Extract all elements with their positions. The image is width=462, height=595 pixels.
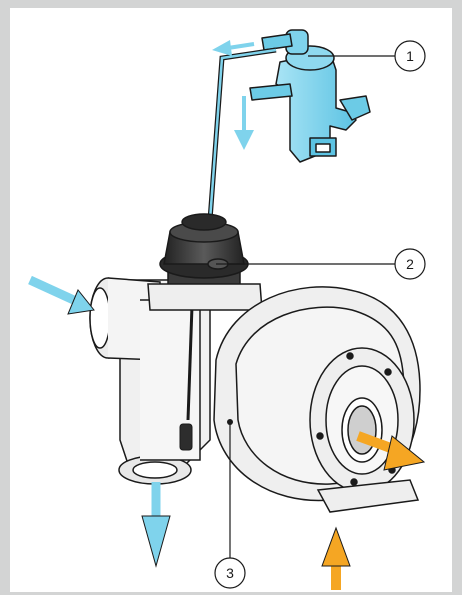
flow-arrow-down-icon [234,96,254,150]
air-in-arrow-icon [321,526,351,590]
callout-1: 1 [308,40,426,72]
callout-2-label: 2 [406,256,414,272]
compressed-air-out-arrow-icon [356,431,426,471]
callout-3-label: 3 [226,565,234,581]
callout-2: 2 [216,248,426,280]
exhaust-in-arrow-icon [28,275,95,315]
compressor-housing [213,286,421,513]
callout-1-label: 1 [406,48,414,64]
solenoid-valve [249,29,371,163]
flow-arrow-left-icon [212,40,255,56]
callout-3: 3 [214,419,246,589]
exhaust-housing [89,277,211,485]
exhaust-out-arrow-icon [141,482,171,568]
